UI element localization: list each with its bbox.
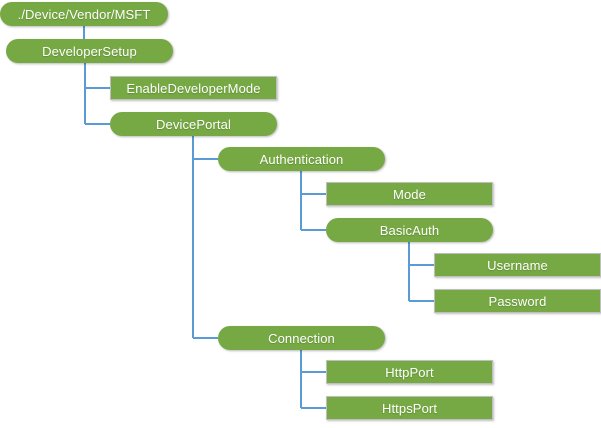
tree-node-root[interactable]: ./Device/Vendor/MSFT — [0, 2, 168, 26]
edge-developersetup-enabledevmode — [84, 63, 110, 89]
tree-node-label: HttpPort — [385, 364, 434, 380]
edge-basicauth-password — [408, 242, 434, 302]
tree-node-username[interactable]: Username — [434, 253, 601, 277]
tree-node-label: BasicAuth — [379, 222, 440, 238]
tree-node-label: ./Device/Vendor/MSFT — [17, 6, 151, 22]
edge-authentication-basicauth — [300, 171, 326, 231]
tree-node-label: HttpsPort — [381, 400, 438, 416]
tree-node-httpsport[interactable]: HttpsPort — [326, 396, 493, 420]
tree-node-authentication[interactable]: Authentication — [218, 147, 385, 171]
edge-basicauth-username — [408, 242, 434, 266]
tree-node-label: Mode — [393, 186, 426, 202]
edge-authentication-mode — [300, 171, 326, 195]
tree-node-label: EnableDeveloperMode — [126, 80, 261, 96]
tree-node-basicauth[interactable]: BasicAuth — [326, 218, 493, 242]
tree-node-httpport[interactable]: HttpPort — [326, 360, 493, 384]
tree-node-connection[interactable]: Connection — [218, 326, 385, 350]
tree-node-developersetup[interactable]: DeveloperSetup — [6, 39, 173, 63]
edge-deviceportal-connection — [192, 136, 218, 339]
edge-developersetup-deviceportal — [84, 63, 110, 125]
tree-node-label: Password — [488, 293, 547, 309]
tree-node-enabledevelopermode[interactable]: EnableDeveloperMode — [110, 76, 277, 100]
edge-connection-httpsport — [300, 350, 326, 409]
tree-node-label: Authentication — [259, 151, 344, 167]
tree-node-label: DeveloperSetup — [42, 43, 137, 59]
tree-node-password[interactable]: Password — [434, 289, 601, 313]
tree-node-deviceportal[interactable]: DevicePortal — [110, 112, 277, 136]
tree-node-label: DevicePortal — [156, 116, 231, 132]
tree-node-label: Username — [487, 257, 548, 273]
tree-node-label: Connection — [268, 330, 335, 346]
edge-connection-httpport — [300, 350, 326, 373]
edge-deviceportal-authentication — [192, 136, 218, 160]
tree-node-mode[interactable]: Mode — [326, 182, 493, 206]
